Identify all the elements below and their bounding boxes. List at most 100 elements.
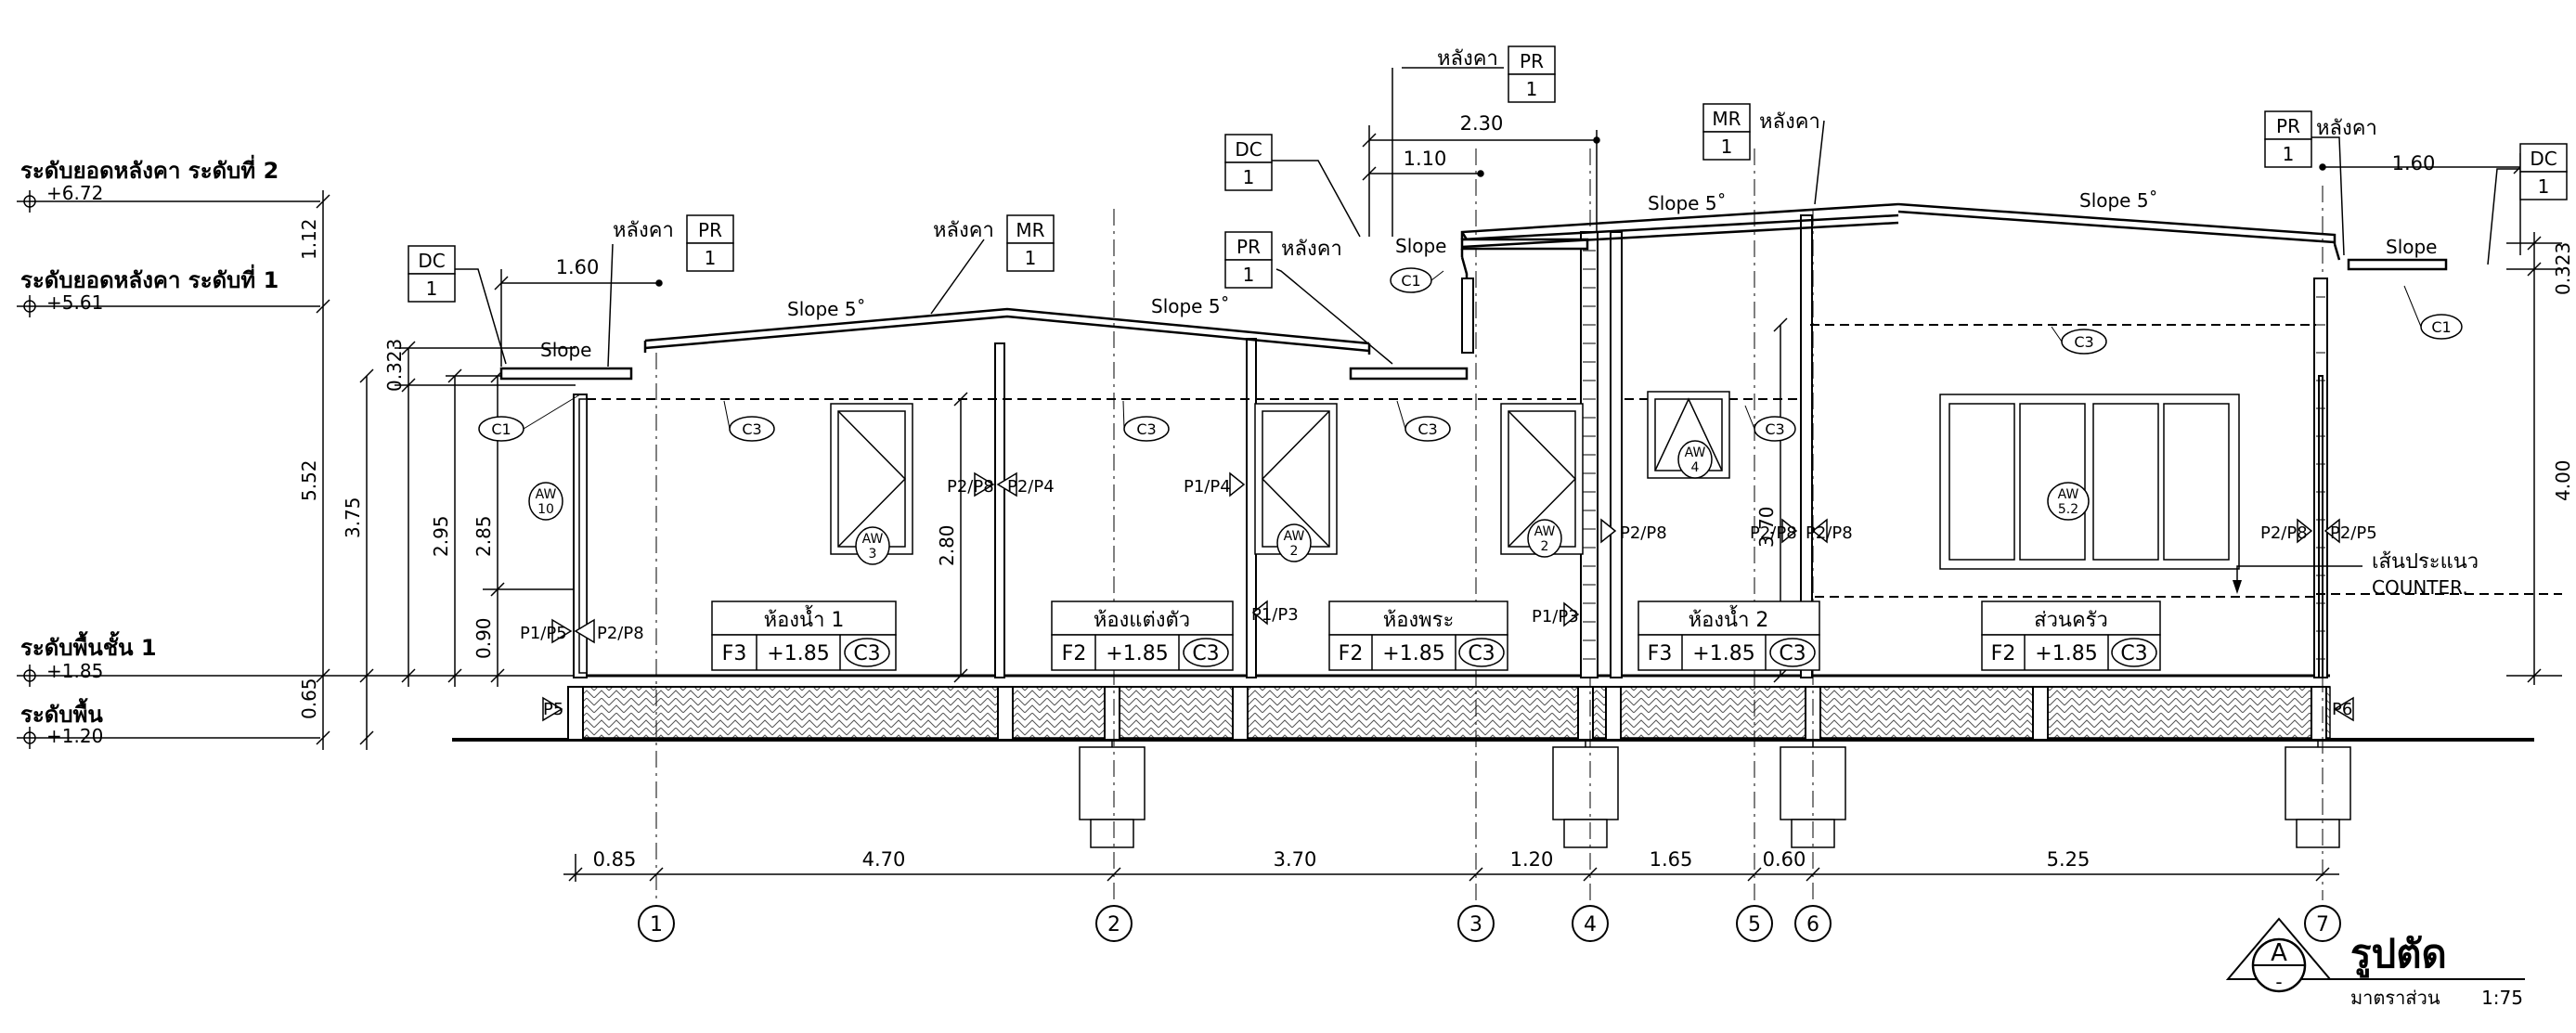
- level-markers: [23, 190, 36, 749]
- partition-p5: P5: [543, 700, 563, 719]
- level-label-roof-1: ระดับยอดหลังคา ระดับที่ 1: [20, 264, 278, 293]
- grid-label-6: 6: [1806, 913, 1819, 936]
- roof-label-4: หลังคา: [1281, 238, 1342, 261]
- dim-1-12: 1.12: [298, 218, 320, 260]
- pr-tag-top: PR: [1520, 50, 1544, 72]
- dim-0-323-left: 0.323: [383, 339, 406, 392]
- c1-tag-left: C1: [491, 420, 511, 438]
- room-name-4: ส่วนครัว: [2034, 609, 2108, 632]
- mr-tag-left-num: 1: [1025, 247, 1037, 269]
- title-marker-sub: -: [2275, 971, 2282, 993]
- c-tag-ovals: [478, 267, 2463, 442]
- room-name-3: ห้องน้ำ 2: [1689, 605, 1769, 632]
- pr-tag-mid: PR: [1236, 236, 1261, 258]
- window-num-4: 4: [1691, 460, 1700, 475]
- c3-tag-a: C3: [742, 420, 761, 438]
- room-ceiling-4: C3: [2120, 642, 2147, 665]
- title-scale-label: มาตราส่วน: [2350, 987, 2440, 1009]
- slope-5-label-a: Slope 5˚: [787, 298, 866, 320]
- pr-tag-mid-num: 1: [1243, 264, 1255, 286]
- dim-1-60-right: 1.60: [2392, 152, 2436, 174]
- dc-tag-mid: DC: [1235, 138, 1262, 161]
- roof-label-3: หลังคา: [1437, 47, 1498, 71]
- room-floor-2: F2: [1339, 642, 1364, 665]
- dim-4-00: 4.00: [2552, 459, 2574, 501]
- top-dimension-lines: [494, 125, 2528, 367]
- room-ceiling-3: C3: [1779, 642, 1806, 665]
- room-name-1: ห้องแต่งตัว: [1094, 609, 1190, 632]
- grid-bubbles: [638, 905, 2341, 942]
- counter-note-en: COUNTER.: [2372, 576, 2468, 599]
- window-code-4: AW: [1685, 445, 1706, 460]
- room-floor-3: F3: [1648, 642, 1673, 665]
- slope-label-mid: Slope: [1395, 235, 1447, 257]
- title-block: A - รูปตัด มาตราส่วน 1:75: [2225, 917, 2525, 1009]
- room-ceiling-1: C3: [1192, 642, 1219, 665]
- room-level-0: +1.85: [767, 642, 829, 665]
- c3-tag-b: C3: [1136, 420, 1156, 438]
- dc-tag-right-num: 1: [2538, 175, 2550, 198]
- plan-dim-6: 5.25: [2047, 848, 2091, 871]
- room-tags: [711, 600, 2161, 671]
- dim-2-80: 2.80: [936, 524, 958, 566]
- slope-labels: Slope Slope 5˚ Slope 5˚ Slope Slope 5˚ S…: [540, 189, 2438, 361]
- partition-p2p4: P2/P4: [1007, 477, 1055, 497]
- dim-3-75: 3.75: [342, 497, 364, 538]
- windows: [578, 391, 2240, 674]
- c-tag-texts: C1 C3 C3 C3 C3 C3 C1 C1: [491, 272, 2451, 438]
- partition-p2p8-d: P2/P8: [1806, 523, 1853, 543]
- level-label-roof-2: ระดับยอดหลังคา ระดับที่ 2: [20, 154, 278, 184]
- level-value-roof-2: +6.72: [46, 182, 103, 204]
- level-label-ground: ระดับพื้น: [20, 697, 103, 728]
- window-code-2: AW: [1284, 529, 1305, 544]
- counter-note: เส้นประแนว COUNTER.: [2233, 550, 2479, 599]
- right-dimension-texts: 0.323 4.00: [2552, 242, 2574, 501]
- c1-tag-right: C1: [2431, 318, 2451, 336]
- window-num-1: 3: [869, 547, 877, 562]
- bottom-dimension-line: [563, 854, 2339, 882]
- roof-label-6: หลังคา: [2316, 117, 2377, 140]
- level-value-ground: +1.20: [46, 725, 103, 747]
- dc-tag-left-num: 1: [426, 278, 438, 300]
- partition-p2p8-c: P2/P8: [1750, 523, 1797, 543]
- partition-p1p4: P1/P4: [1184, 477, 1231, 497]
- grid-label-7: 7: [2316, 913, 2329, 936]
- c3-tag-e: C3: [2074, 333, 2093, 351]
- foundation: [452, 674, 2534, 742]
- grid-label-4: 4: [1584, 913, 1597, 936]
- partition-flags: [542, 471, 2354, 722]
- window-tags: [528, 440, 2090, 565]
- room-ceiling-0: C3: [853, 642, 880, 665]
- left-dimension-texts: 1.12 5.52 0.65 3.75 0.323 2.95 2.85 0.90: [298, 218, 495, 719]
- pr-tag-left: PR: [698, 219, 722, 241]
- c3-tag-c: C3: [1417, 420, 1437, 438]
- dim-1-60-left: 1.60: [556, 256, 600, 278]
- plan-dim-4: 1.65: [1650, 848, 1693, 871]
- room-ceiling-2: C3: [1468, 642, 1495, 665]
- roofs: [499, 202, 2448, 381]
- pr-tag-right-num: 1: [2283, 143, 2295, 165]
- plan-dim-1: 4.70: [862, 848, 906, 871]
- mr-tag-right-num: 1: [1721, 136, 1733, 158]
- dc-tag-mid-num: 1: [1243, 166, 1255, 188]
- room-tag-texts: ห้องน้ำ 1 F3 +1.85 C3 ห้องแต่งตัว F2 +1.…: [722, 605, 2148, 665]
- mr-tag-right: MR: [1712, 108, 1741, 130]
- level-value-floor-1: +1.85: [46, 660, 103, 682]
- dim-2-30: 2.30: [1460, 112, 1504, 135]
- roof-tag-leaders: [455, 67, 2520, 368]
- level-labels: ระดับยอดหลังคา ระดับที่ 2 +6.72 ระดับยอด…: [20, 154, 278, 747]
- partition-p1p3-b: P1/P3: [1532, 607, 1579, 626]
- dim-0-65: 0.65: [298, 678, 320, 719]
- plan-dim-3: 1.20: [1510, 848, 1554, 871]
- window-code-3: AW: [1534, 524, 1556, 539]
- room-level-4: +1.85: [2035, 642, 2097, 665]
- window-code-1: AW: [862, 532, 884, 547]
- ceiling-dashed: [587, 324, 2562, 598]
- room-name-2: ห้องพระ: [1383, 609, 1455, 632]
- room-floor-0: F3: [722, 642, 747, 665]
- roof-labels: หลังคา หลังคา หลังคา หลังคา หลังคา หลังค…: [613, 47, 2377, 261]
- slope-5-label-d: Slope 5˚: [2079, 189, 2158, 212]
- piers: [567, 686, 2327, 741]
- inner-dimension-texts: 2.80 3.70: [936, 506, 1778, 566]
